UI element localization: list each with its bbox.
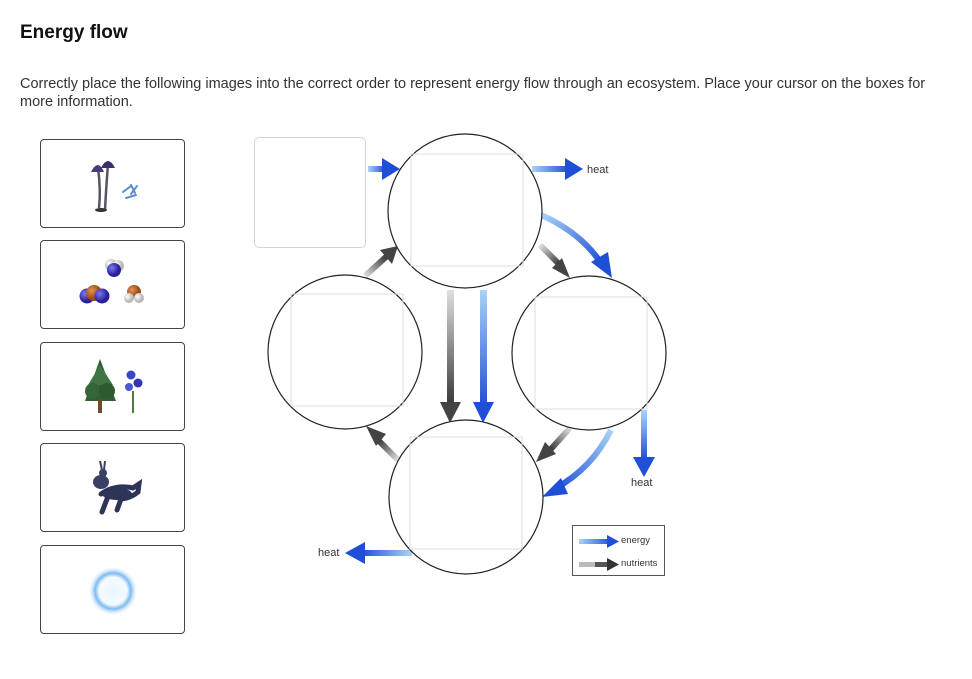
sun-glow-icon <box>88 566 138 616</box>
nutrient-arrow-bottom-to-left <box>366 426 401 463</box>
drop-circle-bottom[interactable] <box>388 419 544 575</box>
energy-arrow-right-to-bottom <box>542 428 614 497</box>
legend-nutrients-arrow-icon <box>579 558 619 571</box>
tile-nutrients[interactable] <box>40 240 185 329</box>
energy-arrow-bottom-heat <box>345 542 412 564</box>
tile-producers[interactable] <box>40 342 185 431</box>
legend-nutrients-label: nutrients <box>621 558 658 569</box>
energy-arrow-top-heat <box>532 158 583 180</box>
legend-energy-label: energy <box>621 535 651 546</box>
nutrient-arrow-top-to-right <box>537 242 570 278</box>
heat-label-left: heat <box>318 547 340 559</box>
heat-label-top: heat <box>587 164 609 176</box>
legend-energy-arrow-icon <box>579 535 619 548</box>
tile-sun[interactable] <box>40 545 185 634</box>
tile-decomposers[interactable] <box>40 139 185 228</box>
nutrient-arrow-right-to-bottom <box>536 425 573 462</box>
drop-circle-top[interactable] <box>387 133 543 289</box>
energy-arrow-right-heat <box>633 410 655 477</box>
drop-circle-left[interactable] <box>267 274 423 430</box>
energy-arrow-top-to-bottom <box>473 290 494 423</box>
nutrient-arrow-left-to-top <box>362 246 398 279</box>
tree-flowers-icon <box>85 359 143 413</box>
drop-circle-right[interactable] <box>511 275 667 431</box>
tile-consumers[interactable] <box>40 443 185 532</box>
page-title: Energy flow <box>20 22 128 43</box>
heat-label-right: heat <box>631 477 653 489</box>
molecules-icon <box>79 259 144 304</box>
energy-arrow-source-to-top <box>368 158 400 180</box>
legend: energy nutrients <box>572 525 665 576</box>
nutrient-arrow-top-to-bottom <box>440 290 461 423</box>
rabbit-wolf-icon <box>93 460 143 515</box>
energy-arrow-top-to-right <box>539 212 612 278</box>
drop-slot-source[interactable] <box>254 137 366 248</box>
instructions-text: Correctly place the following images int… <box>20 76 926 110</box>
mushrooms-bacteria-icon <box>91 161 138 212</box>
